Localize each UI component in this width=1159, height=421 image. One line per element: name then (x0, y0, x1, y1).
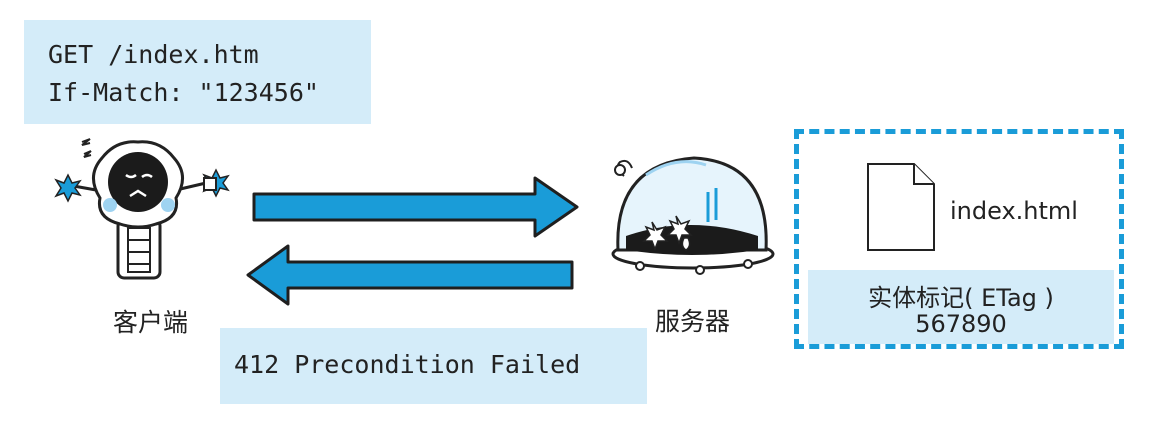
request-header-if-match: If-Match: "123456" (48, 78, 319, 107)
arrow-left-icon (246, 244, 574, 306)
client-robot-icon (54, 138, 230, 280)
resource-panel (794, 129, 1124, 349)
server-dome-icon (611, 156, 775, 275)
etag-box: 实体标记( ETag ) 567890 (808, 270, 1114, 344)
client-label: 客户端 (113, 308, 189, 337)
etag-label: 实体标记( ETag ) (868, 284, 1054, 312)
etag-value: 567890 (915, 310, 1007, 338)
resource-filename: index.html (950, 197, 1078, 225)
request-message-box: GET /index.htm If-Match: "123456" (24, 20, 371, 124)
server-label: 服务器 (655, 307, 731, 336)
response-message-box: 412 Precondition Failed (220, 328, 647, 404)
response-status: 412 Precondition Failed (234, 350, 581, 379)
document-icon (867, 163, 935, 251)
arrow-right-icon (252, 176, 579, 238)
request-line: GET /index.htm (48, 40, 259, 69)
